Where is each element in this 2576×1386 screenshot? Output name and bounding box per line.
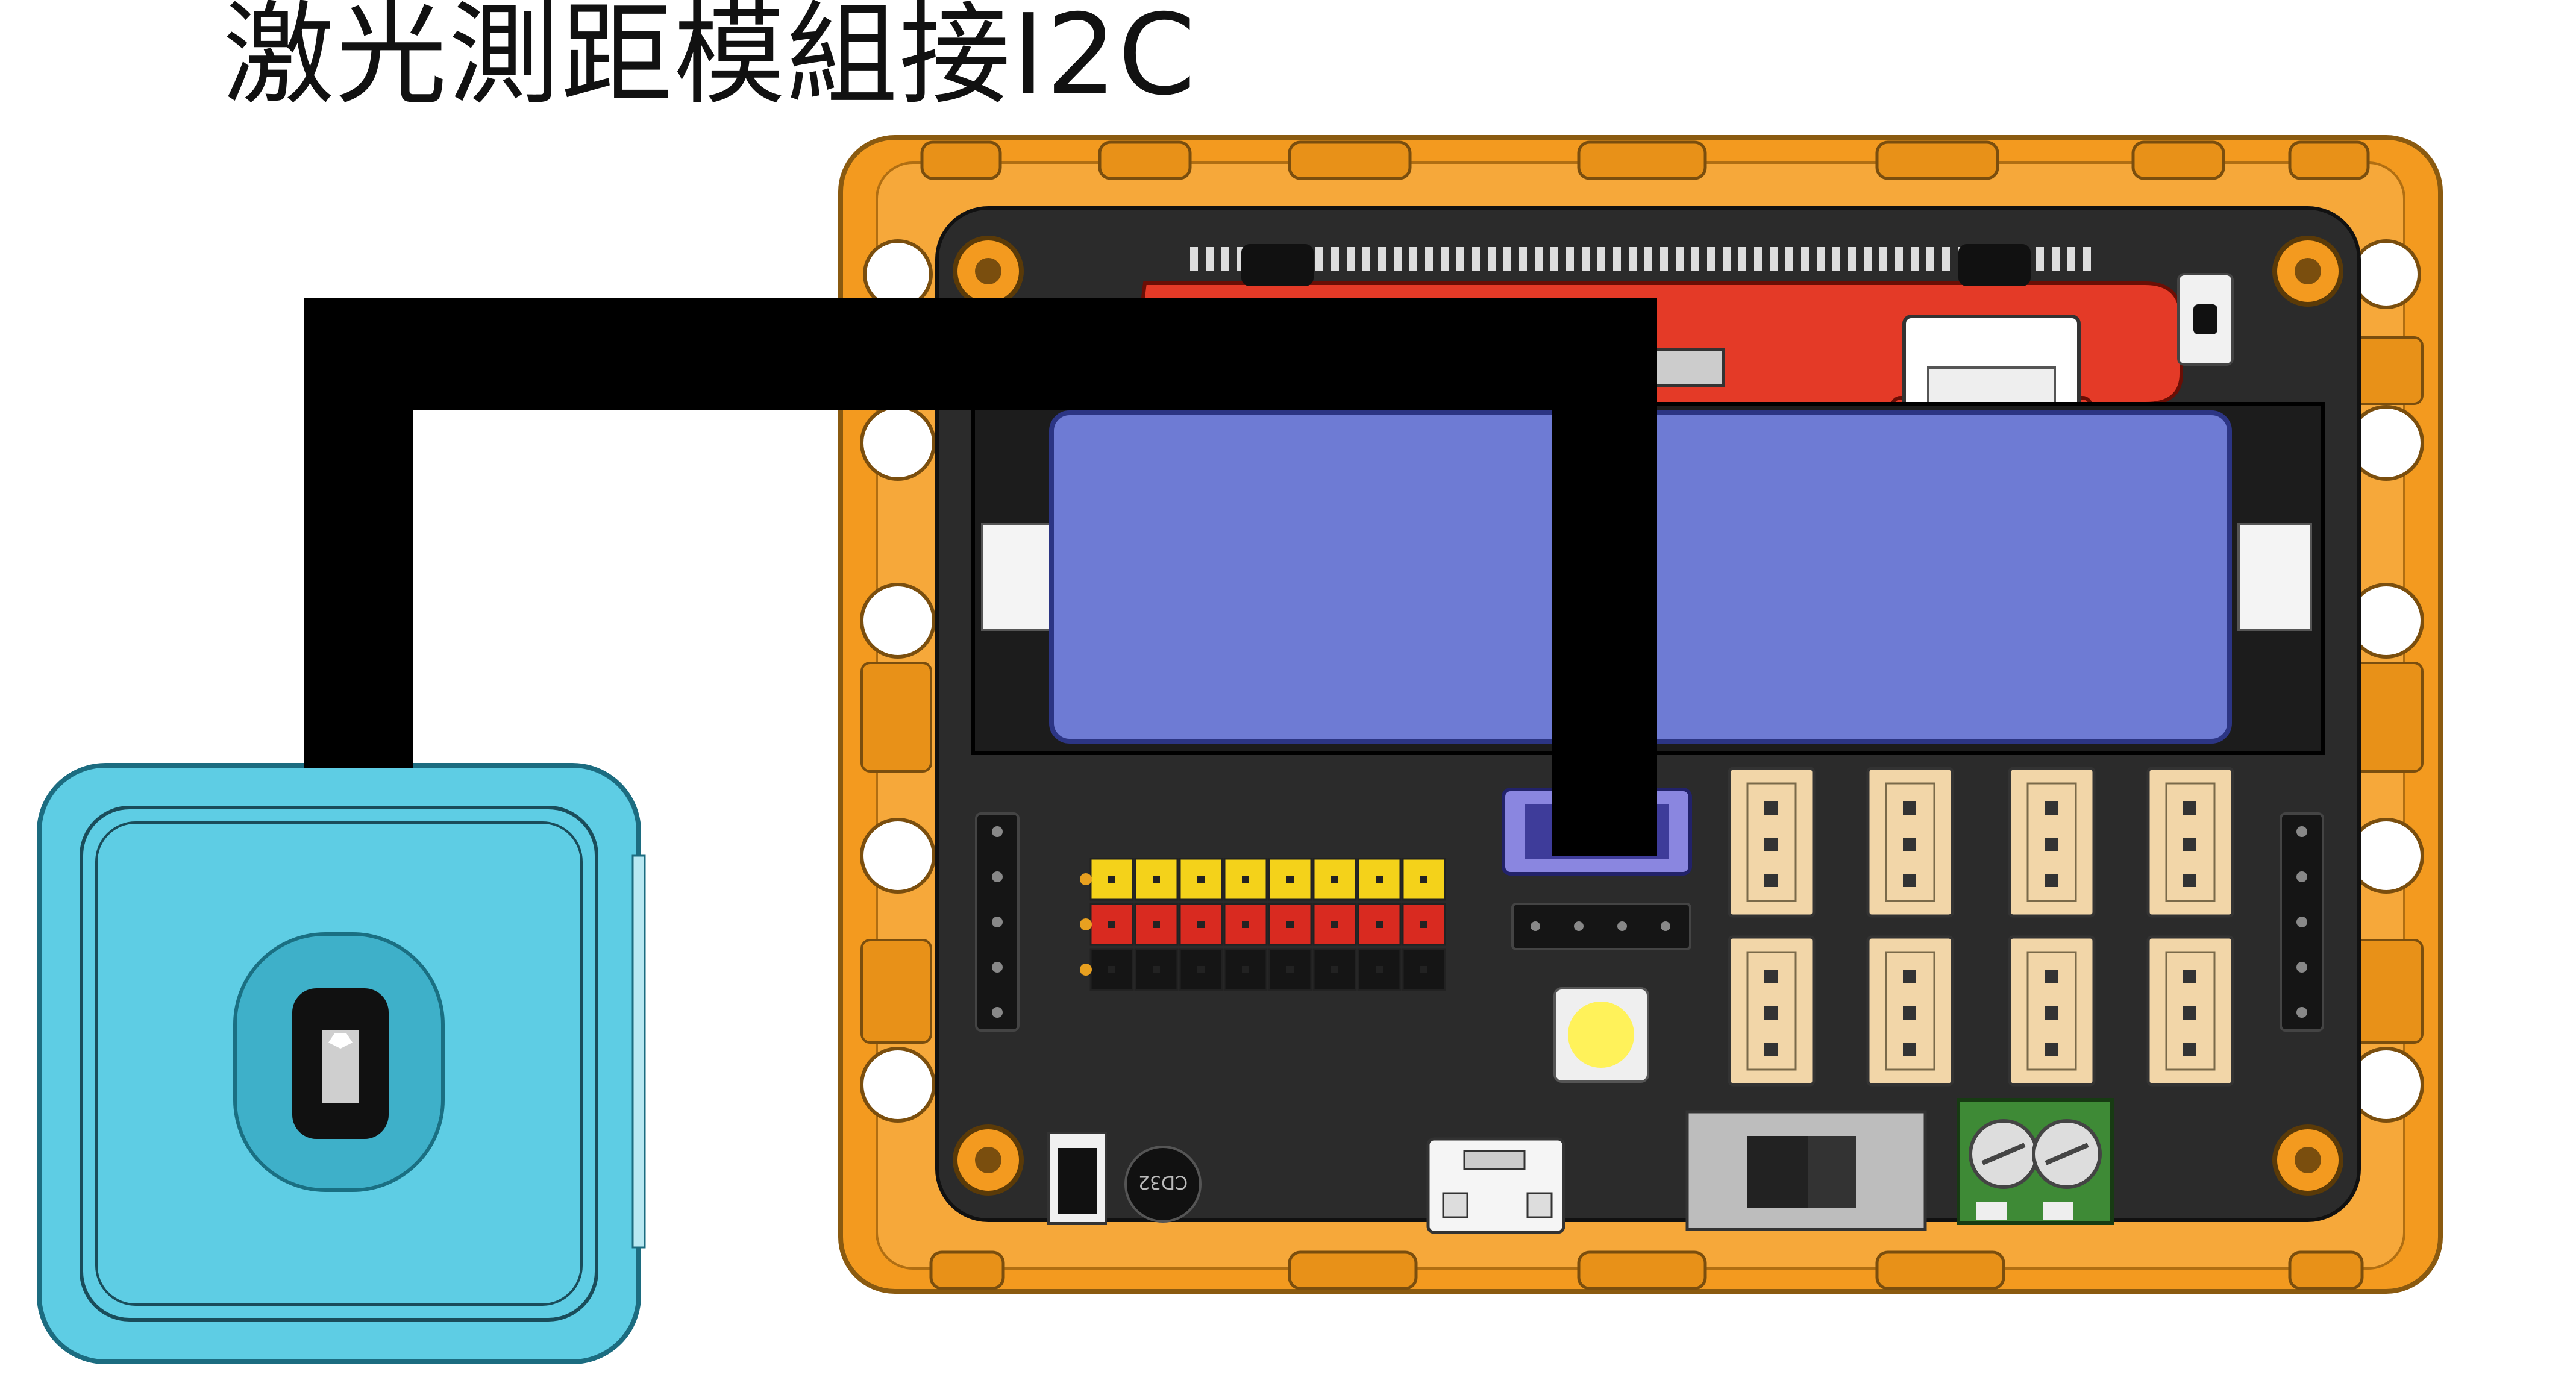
- pin: [1409, 247, 1417, 271]
- pin: [1550, 247, 1558, 271]
- pin: [1707, 247, 1715, 271]
- pin: [992, 871, 1003, 882]
- pin: [2036, 247, 2044, 271]
- pin: [1660, 247, 1668, 271]
- pin: [2296, 917, 2307, 927]
- header-pin: [1268, 858, 1312, 901]
- pin: [1785, 247, 1793, 271]
- pin: [1613, 247, 1621, 271]
- pin: [1206, 247, 1214, 271]
- pin: [2296, 871, 2307, 882]
- pin: [1519, 247, 1527, 271]
- terminal-icon: [1957, 1098, 2114, 1225]
- pin: [1441, 247, 1449, 271]
- pin: [1864, 247, 1872, 271]
- pin: [1801, 247, 1809, 271]
- i2c-cable: [304, 298, 1657, 856]
- jst-connectors: [1728, 767, 2234, 1087]
- pin: [1723, 247, 1731, 271]
- pin: [2296, 962, 2307, 973]
- pin: [1347, 247, 1355, 271]
- pin: [1926, 247, 1934, 271]
- pin: [2296, 1007, 2307, 1018]
- pin: [1817, 247, 1825, 271]
- pin: [1770, 247, 1778, 271]
- header-pin: [1134, 948, 1179, 991]
- pin: [1644, 247, 1652, 271]
- led-icon: [1553, 987, 1649, 1083]
- pin: [1503, 247, 1511, 271]
- pin: [1190, 247, 1198, 271]
- pin: [1754, 247, 1762, 271]
- pin: [1378, 247, 1386, 271]
- gpio-header-black: [1080, 948, 1446, 991]
- pin: [1848, 247, 1856, 271]
- pin: [1911, 247, 1919, 271]
- inductor: CD32: [1124, 1146, 1202, 1223]
- pin: [1738, 247, 1746, 271]
- pin: [992, 917, 1003, 927]
- i2c-pin-header: [1511, 903, 1691, 950]
- pin: [1582, 247, 1590, 271]
- pin: [1472, 247, 1480, 271]
- pin: [1535, 247, 1543, 271]
- pin: [1362, 247, 1370, 271]
- pin: [1691, 247, 1699, 271]
- pin: [1456, 247, 1464, 271]
- pin: [2296, 826, 2307, 837]
- pin: [1832, 247, 1840, 271]
- page-title: 激光測距模組接I2C: [223, 0, 1197, 120]
- pin: [1879, 247, 1887, 271]
- pin: [992, 1007, 1003, 1018]
- pin: [992, 962, 1003, 973]
- pin: [1566, 247, 1574, 271]
- pin: [1425, 247, 1433, 271]
- pin: [2052, 247, 2060, 271]
- pin: [1394, 247, 1402, 271]
- laser-sensor-icon: [37, 763, 646, 1364]
- pin: [2083, 247, 2091, 271]
- inductor-label: CD32: [1138, 1171, 1188, 1193]
- pin: [1597, 247, 1605, 271]
- pin: [1488, 247, 1496, 271]
- pin: [1221, 247, 1229, 271]
- pin: [1315, 247, 1323, 271]
- switch-icon: [1685, 1110, 1927, 1231]
- pin: [992, 826, 1003, 837]
- header-pin: [1402, 858, 1446, 901]
- pin: [1676, 247, 1684, 271]
- pin: [1331, 247, 1339, 271]
- diode: [1047, 1132, 1107, 1225]
- gpio-header-red: [1080, 903, 1446, 946]
- pin: [2067, 247, 2075, 271]
- pin: [1895, 247, 1903, 271]
- gpio-header-yellow: [1080, 858, 1446, 901]
- usb-icon: [1426, 1137, 1565, 1234]
- header-pin: [1179, 858, 1223, 901]
- pin: [1629, 247, 1637, 271]
- pin: [1942, 247, 1950, 271]
